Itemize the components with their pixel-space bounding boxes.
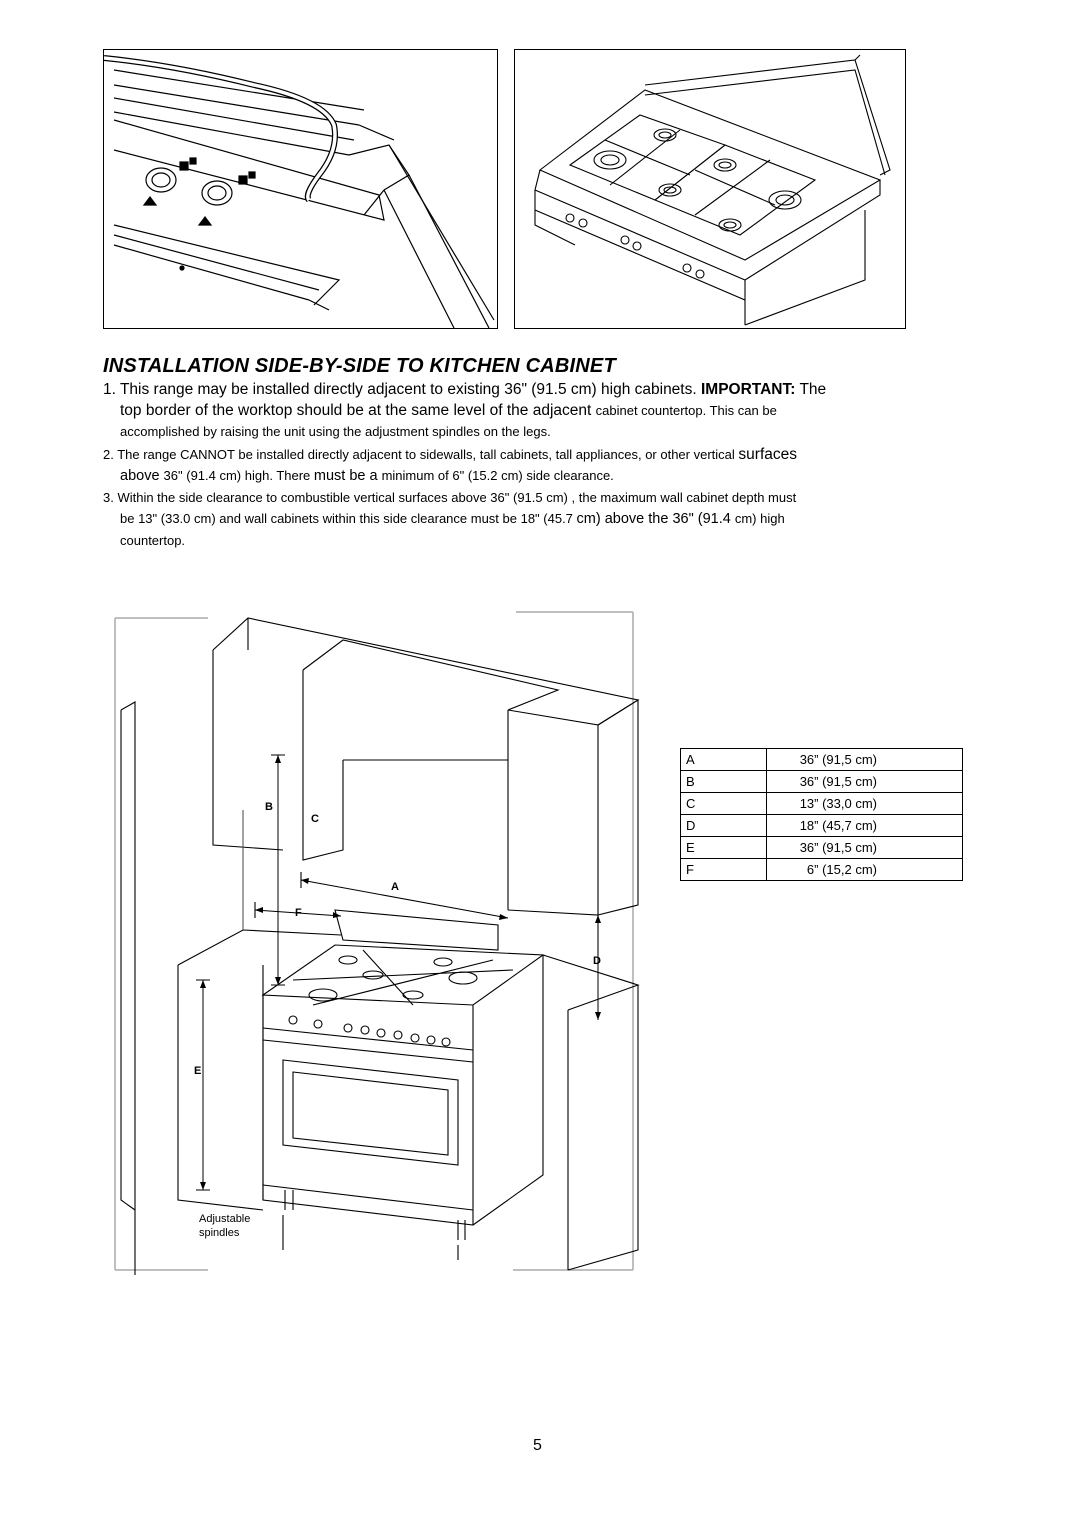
spindles-label-line2: spindles bbox=[199, 1227, 240, 1239]
dimensions-table: A 36” (91,5 cm) B 36” (91,5 cm) C 13” (3… bbox=[680, 748, 963, 881]
dimension-label-a: A bbox=[391, 881, 399, 893]
control-panel-illustration bbox=[103, 49, 498, 329]
dimension-letter: B bbox=[680, 770, 767, 793]
table-row: A 36” (91,5 cm) bbox=[680, 748, 963, 771]
instruction-3-text-b: be 13" (33.0 cm) and wall cabinets withi… bbox=[120, 511, 577, 526]
dimension-label-b: B bbox=[265, 801, 273, 813]
instruction-3-text-e: countertop. bbox=[120, 533, 186, 548]
dimension-label-e: E bbox=[194, 1065, 201, 1077]
dimension-letter: D bbox=[680, 814, 767, 837]
instruction-2-text-d: 36" (91.4 cm) high. There bbox=[163, 468, 314, 483]
installation-diagram: B C A F D E Adjustable spindles bbox=[114, 611, 640, 1275]
table-row: D 18” (45,7 cm) bbox=[680, 814, 963, 837]
instruction-1-text-c: top border of the worktop should be at t… bbox=[120, 402, 596, 419]
instruction-3-text-a: 3. Within the side clearance to combusti… bbox=[103, 490, 797, 505]
instruction-2-text-e: must be a bbox=[313, 468, 382, 484]
instruction-2-text-f: minimum of 6" (15.2 cm) side clearance. bbox=[381, 468, 614, 483]
instruction-2: 2. The range CANNOT be installed directl… bbox=[103, 444, 983, 487]
dimension-letter: C bbox=[680, 792, 767, 815]
instruction-1-text-d: cabinet countertop. This can be bbox=[595, 403, 777, 418]
cooktop-illustration bbox=[514, 49, 906, 329]
dimension-label-c: C bbox=[311, 813, 319, 825]
table-row: F 6” (15,2 cm) bbox=[680, 858, 963, 881]
instruction-3-text-c: cm) above the 36" (91.4 bbox=[576, 511, 735, 527]
section-heading: INSTALLATION SIDE-BY-SIDE TO KITCHEN CAB… bbox=[103, 355, 616, 377]
instruction-1-text-a: 1. This range may be installed directly … bbox=[103, 381, 701, 398]
dimension-label-d: D bbox=[593, 955, 601, 967]
instruction-2-text-a: 2. The range CANNOT be installed directl… bbox=[103, 447, 739, 462]
dimension-value: 36” (91,5 cm) bbox=[799, 840, 877, 855]
table-row: C 13” (33,0 cm) bbox=[680, 792, 963, 815]
spindles-label-line1: Adjustable bbox=[199, 1213, 250, 1225]
table-row: E 36” (91,5 cm) bbox=[680, 836, 963, 859]
dimension-value: 36” (91,5 cm) bbox=[799, 774, 877, 789]
dimension-letter: A bbox=[680, 748, 767, 771]
page-number: 5 bbox=[533, 1437, 542, 1454]
instruction-3-text-d: cm) high bbox=[734, 511, 785, 526]
dimension-value: 36” (91,5 cm) bbox=[799, 752, 877, 767]
instruction-1-text-e: accomplished by raising the unit using t… bbox=[120, 424, 551, 439]
important-label: IMPORTANT: bbox=[700, 381, 796, 398]
instruction-2-text-b: surfaces bbox=[738, 446, 797, 463]
dimension-value: 6” (15,2 cm) bbox=[806, 862, 877, 877]
dimension-value: 18” (45,7 cm) bbox=[799, 818, 877, 833]
instruction-1-text-b: The bbox=[795, 381, 827, 398]
instruction-2-text-c: above bbox=[120, 468, 164, 484]
instruction-1: 1. This range may be installed directly … bbox=[103, 379, 983, 442]
dimension-label-f: F bbox=[295, 907, 302, 919]
table-row: B 36” (91,5 cm) bbox=[680, 770, 963, 793]
dimension-letter: F bbox=[680, 858, 767, 881]
dimension-letter: E bbox=[680, 836, 767, 859]
dimension-value: 13” (33,0 cm) bbox=[799, 796, 877, 811]
instruction-3: 3. Within the side clearance to combusti… bbox=[103, 487, 983, 551]
